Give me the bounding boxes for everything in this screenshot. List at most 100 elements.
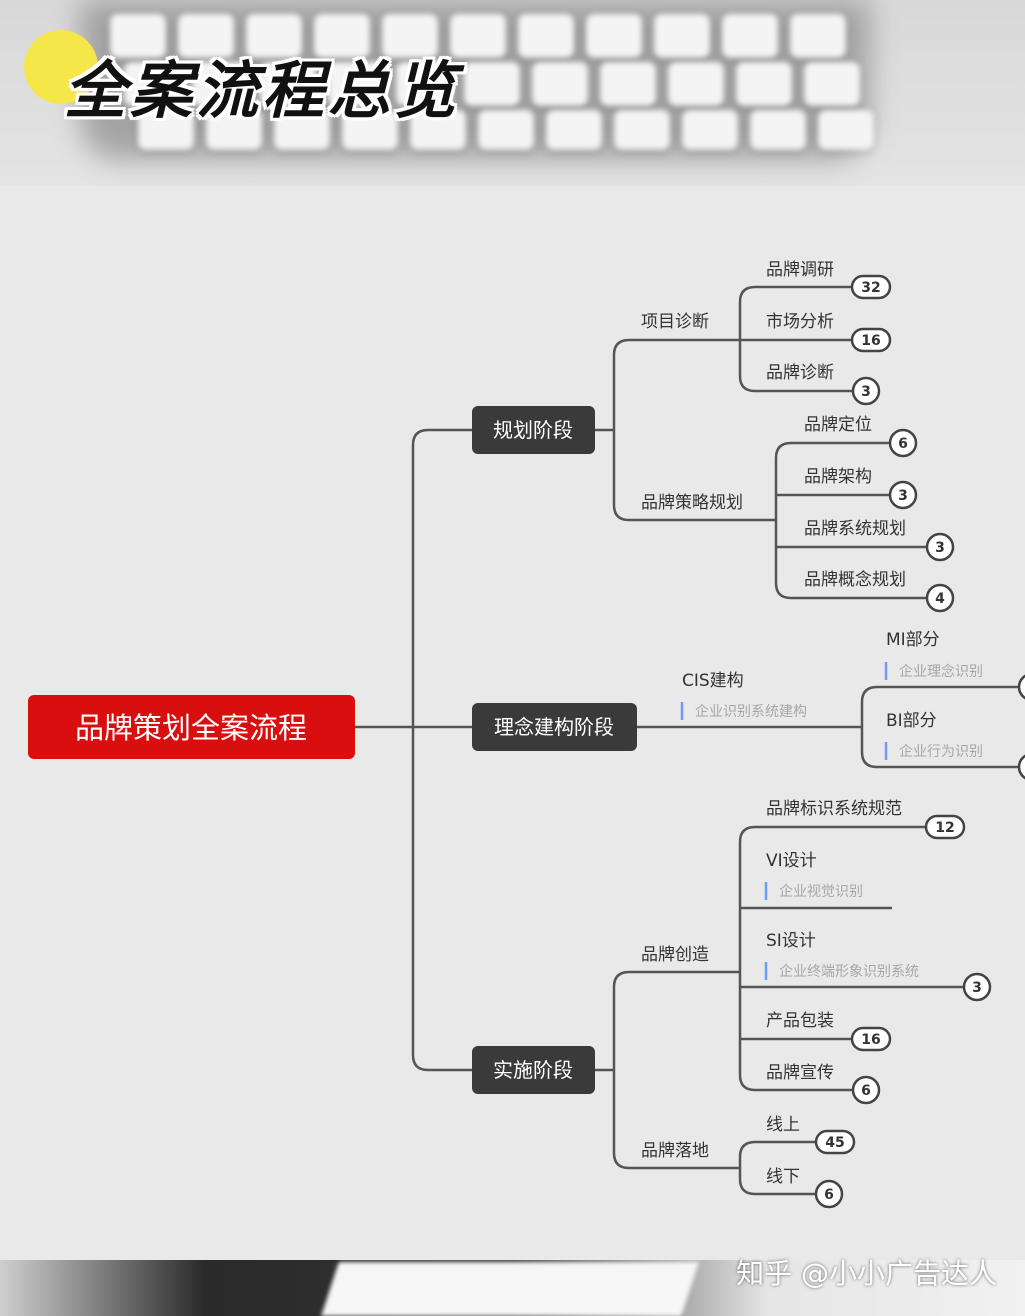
svg-text:3: 3: [861, 384, 871, 400]
count-badge[interactable]: 12: [924, 814, 966, 840]
keyboard-key: [750, 110, 806, 150]
stage-node-linian[interactable]: 理念建构阶段: [472, 703, 637, 751]
svg-text:4: 4: [935, 591, 945, 607]
leaf-label[interactable]: BI部分: [886, 711, 937, 731]
leaf-label[interactable]: MI部分: [886, 630, 940, 650]
link-branch-chuangzao: [738, 825, 963, 1092]
keyboard-key: [464, 62, 520, 106]
watermark-text: 知乎 @小小广告达人: [736, 1257, 997, 1290]
leaf-label[interactable]: 品牌架构: [804, 467, 872, 487]
header-banner: 全案流程总览: [0, 0, 1025, 186]
keyboard-key: [124, 62, 180, 106]
svg-text:45: 45: [825, 1135, 844, 1151]
link-root-stages: [355, 428, 472, 1072]
page-title: 全案流程总览: [64, 54, 461, 127]
keyboard-key: [450, 14, 506, 58]
leaf-label[interactable]: 产品包装: [766, 1011, 834, 1031]
keyboard-key: [804, 62, 860, 106]
count-badge[interactable]: 16: [850, 1026, 892, 1052]
keyboard-key: [736, 62, 792, 106]
link-stage2: [637, 685, 1025, 769]
title-highlight-dot: [24, 30, 98, 104]
link-branch-luodi: [738, 1140, 816, 1196]
svg-text:32: 32: [861, 280, 880, 296]
svg-text:3: 3: [935, 540, 945, 556]
mindmap-diagram: 品牌策划全案流程 规划阶段 理念建构阶段 实施阶段 项目诊断 品牌策略规划 品牌…: [28, 260, 1025, 1209]
leaf-label[interactable]: 线上: [766, 1115, 800, 1135]
leaf-label[interactable]: 品牌调研: [766, 260, 834, 280]
svg-text:12: 12: [935, 820, 954, 836]
svg-text:16: 16: [861, 1032, 880, 1048]
leaf-note: 企业终端形象识别系统: [779, 963, 919, 980]
link-branch-xiangmu: [738, 285, 852, 393]
keyboard-key: [518, 14, 574, 58]
keyboard-key: [314, 14, 370, 58]
stage-label: 理念建构阶段: [494, 715, 614, 739]
leaf-note: 企业理念识别: [899, 663, 983, 680]
keyboard-key: [206, 110, 262, 150]
leaf-label[interactable]: 品牌宣传: [766, 1063, 834, 1083]
branch-label-xiangmu[interactable]: 项目诊断: [641, 312, 709, 332]
branch-label-cis[interactable]: CIS建构: [682, 671, 744, 691]
svg-text:16: 16: [861, 333, 880, 349]
count-badge[interactable]: 6: [851, 1075, 881, 1105]
keyboard-key: [342, 110, 398, 150]
count-badge[interactable]: 3: [888, 480, 918, 510]
keyboard-key: [668, 62, 724, 106]
count-badge[interactable]: 6: [888, 428, 918, 458]
keyboard-key: [682, 110, 738, 150]
count-badge[interactable]: 45: [814, 1129, 856, 1155]
keyboard-key: [178, 14, 234, 58]
stage-label: 规划阶段: [493, 418, 573, 442]
keyboard-key: [654, 14, 710, 58]
bottom-photo-paper: [321, 1262, 699, 1316]
leaf-label[interactable]: 品牌诊断: [766, 363, 834, 383]
keyboard-key: [138, 110, 194, 150]
keyboard-key: [818, 110, 874, 150]
root-node[interactable]: 品牌策划全案流程: [28, 695, 355, 759]
branch-label-celue[interactable]: 品牌策略规划: [641, 493, 743, 513]
leaf-label[interactable]: 市场分析: [766, 312, 834, 332]
leaf-label[interactable]: VI设计: [766, 851, 817, 871]
leaf-label[interactable]: 线下: [766, 1167, 800, 1187]
keyboard-key: [396, 62, 452, 106]
count-badge-cutoff[interactable]: [1017, 754, 1025, 780]
leaf-label[interactable]: 品牌系统规划: [804, 519, 906, 539]
svg-text:6: 6: [898, 436, 908, 452]
keyboard-key: [790, 14, 846, 58]
keyboard-key: [614, 110, 670, 150]
branch-note: 企业识别系统建构: [695, 703, 807, 720]
stage-node-shishi[interactable]: 实施阶段: [472, 1046, 595, 1094]
branch-label-chuangzao[interactable]: 品牌创造: [641, 945, 709, 965]
count-badge[interactable]: 3: [925, 532, 955, 562]
count-badge[interactable]: 6: [814, 1179, 844, 1209]
keyboard-key: [546, 110, 602, 150]
link-stage1: [595, 338, 776, 522]
keyboard-key: [586, 14, 642, 58]
count-badge[interactable]: 3: [851, 376, 881, 406]
count-badge[interactable]: 3: [962, 972, 992, 1002]
count-badge-cutoff[interactable]: [1017, 674, 1025, 700]
keyboard-key: [478, 110, 534, 150]
count-badge[interactable]: 32: [850, 274, 892, 300]
count-badge[interactable]: 16: [850, 327, 892, 353]
stage-node-guihua[interactable]: 规划阶段: [472, 406, 595, 454]
keyboard-key: [328, 62, 384, 106]
keyboard-key: [274, 110, 330, 150]
leaf-note: 企业视觉识别: [779, 883, 863, 900]
branch-label-luodi[interactable]: 品牌落地: [641, 1141, 709, 1161]
keyboard-key: [382, 14, 438, 58]
stage-label: 实施阶段: [493, 1058, 573, 1082]
svg-text:3: 3: [898, 488, 908, 504]
leaf-label[interactable]: SI设计: [766, 931, 816, 951]
leaf-label[interactable]: 品牌定位: [804, 415, 872, 435]
leaf-label[interactable]: 品牌概念规划: [804, 569, 906, 590]
keyboard-key: [722, 14, 778, 58]
link-branch-celue: [774, 441, 926, 600]
keyboard-key: [410, 110, 466, 150]
leaf-label[interactable]: 品牌标识系统规范: [766, 799, 902, 819]
root-label: 品牌策划全案流程: [75, 711, 307, 745]
link-stage3: [595, 970, 740, 1170]
keyboard-key: [600, 62, 656, 106]
count-badge[interactable]: 4: [925, 583, 955, 613]
